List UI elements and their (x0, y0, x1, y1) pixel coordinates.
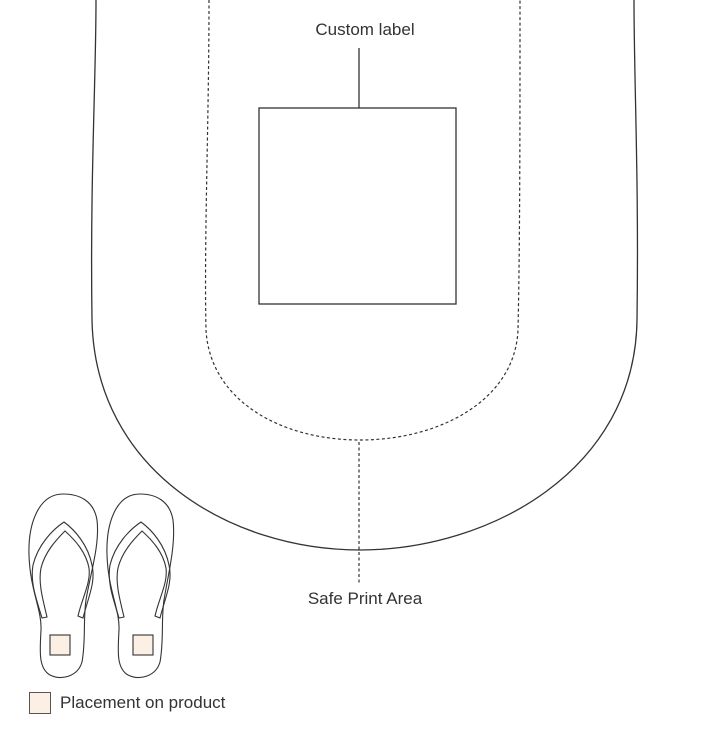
custom-label-box (258, 107, 457, 305)
custom-label-text: Custom label (315, 20, 415, 39)
legend-swatch (29, 692, 51, 714)
safe-print-area-outline (204, 0, 521, 441)
legend: Placement on product (29, 691, 225, 715)
right-flip-flop-icon (106, 493, 175, 679)
left-flip-flop-icon (28, 493, 99, 679)
legend-text: Placement on product (60, 693, 226, 712)
sole-outline (90, 0, 639, 551)
safe-print-area-text: Safe Print Area (307, 589, 423, 608)
